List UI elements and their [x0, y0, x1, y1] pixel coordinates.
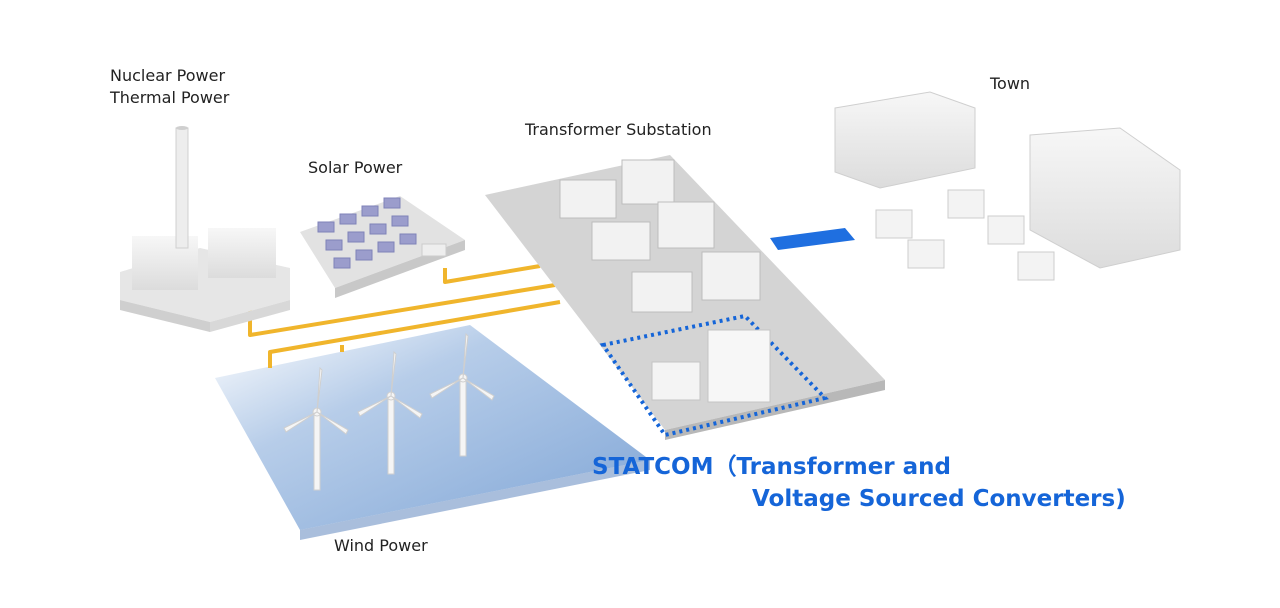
power-plant: [120, 126, 290, 332]
label-thermal-power: Thermal Power: [110, 88, 230, 107]
label-town: Town: [990, 74, 1031, 93]
substation-equipment: [559, 159, 761, 313]
town: [834, 91, 1181, 281]
label-statcom-line1: STATCOM（Transformer and: [592, 454, 952, 480]
wind-turbines: [283, 332, 495, 491]
label-statcom-line2: Voltage Sourced Converters): [752, 486, 1126, 512]
label-transformer-substation: Transformer Substation: [525, 120, 712, 139]
solar-farm: [300, 196, 465, 298]
grid-link: [770, 228, 855, 250]
label-solar-power: Solar Power: [308, 158, 403, 177]
sea-platform: [215, 325, 650, 540]
label-nuclear-power: Nuclear Power: [110, 66, 226, 85]
label-wind-power: Wind Power: [334, 536, 428, 555]
statcom-area: [599, 313, 829, 438]
